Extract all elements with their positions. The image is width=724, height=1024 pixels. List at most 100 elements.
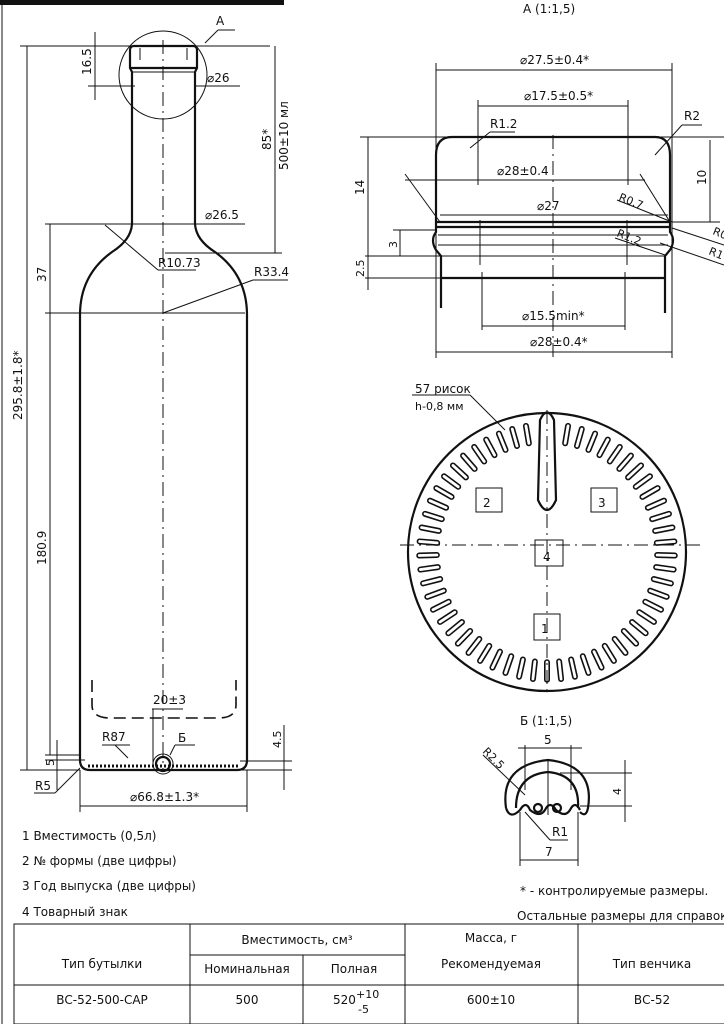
- dim-neck-diameter: ⌀26.5: [205, 208, 239, 222]
- td-mass: 600±10: [467, 993, 515, 1007]
- knurl-rib: [654, 552, 678, 559]
- dim-a-h14: 14: [353, 180, 367, 195]
- dim-a-h10: 10: [695, 170, 709, 185]
- knurl-rib: [585, 430, 599, 453]
- detail-a-label: А: [216, 14, 225, 28]
- knurl-rib: [529, 658, 538, 683]
- knurl-rib: [644, 497, 668, 511]
- dim-a-r2: R2: [684, 109, 700, 123]
- knurl-rib: [573, 426, 585, 449]
- knurl-rib: [460, 452, 478, 472]
- dim-base-45: 4.5: [271, 731, 284, 749]
- knurl-rib: [483, 436, 498, 459]
- knurl-rib: [424, 587, 447, 600]
- knurl-rib: [516, 656, 526, 680]
- knurl-rib: [465, 635, 483, 656]
- td-finish-type: ВС-52: [634, 993, 670, 1007]
- knurl-rib: [647, 587, 670, 600]
- dim-a-r-cut1: R0: [711, 225, 724, 243]
- dim-a-r-cut2: R1: [707, 245, 724, 263]
- knurl-rib: [454, 627, 474, 647]
- knurl-note-depth: h-0,8 мм: [415, 400, 464, 413]
- note-1: 1 Вместимость (0,5л): [22, 829, 157, 843]
- knurl-rib: [471, 443, 488, 465]
- th-bottle-type: Тип бутылки: [61, 957, 142, 971]
- knurl-note-count: 57 рисок: [415, 382, 471, 396]
- note-4: 4 Товарный знак: [22, 905, 128, 919]
- knurl-rib: [556, 658, 565, 683]
- dim-a-bottom-diameter: ⌀28±0.4*: [530, 335, 588, 349]
- dim-a-h3: 3: [387, 241, 400, 248]
- detail-a-view: А (1:1,5) ⌀27.5±0.4* ⌀17.5±0.5* R1.2 R2 …: [353, 2, 724, 360]
- remark-reference: Остальные размеры для справок.: [517, 909, 724, 923]
- dim-base-radius: R87: [102, 730, 126, 744]
- dim-fill-height: 85*: [260, 129, 274, 150]
- td-full: 520: [333, 993, 356, 1007]
- dim-a-r12-top: R1.2: [490, 117, 517, 131]
- knurl-rib: [422, 510, 445, 523]
- dim-a-inner-diameter: ⌀17.5±0.5*: [524, 89, 593, 103]
- knurl-rib: [426, 497, 450, 511]
- knurl-rib: [650, 576, 674, 587]
- knurl-rib: [639, 485, 661, 500]
- base-notch: [536, 411, 558, 512]
- knurl-rib: [653, 538, 678, 546]
- dim-b-h4: 4: [611, 788, 624, 795]
- knurl-rib: [502, 653, 515, 676]
- dim-finish-height: 16.5: [80, 48, 94, 75]
- knurl-rib: [596, 436, 611, 459]
- dim-base-5: 5: [44, 759, 57, 766]
- td-full-minus-tol: -5: [358, 1003, 369, 1016]
- dim-body-diameter: ⌀66.8±1.3*: [130, 790, 199, 804]
- th-finish-type: Тип венчика: [612, 957, 692, 971]
- mark-3: 3: [598, 496, 606, 510]
- dim-height-total: 295.8±1.8*: [11, 351, 25, 421]
- th-mass-recommended: Рекомендуемая: [441, 957, 541, 971]
- knurl-rib: [629, 619, 649, 637]
- knurl-rib: [606, 443, 623, 465]
- detail-b-ref: Б: [178, 731, 186, 745]
- dim-a-d28: ⌀28±0.4: [497, 164, 549, 178]
- knurl-rib: [601, 642, 617, 664]
- spec-table: Тип бутылки Вместимость, см³ Номинальная…: [13, 923, 724, 1024]
- dim-shoulder-height: 37: [35, 267, 49, 282]
- dim-a-h25: 2.5: [354, 260, 367, 278]
- knurl-rib: [636, 609, 657, 625]
- knurl-rib: [433, 485, 455, 500]
- dim-neck-radius: R10.73: [158, 256, 201, 270]
- mark-2: 2: [483, 496, 491, 510]
- th-full: Полная: [331, 962, 377, 976]
- note-2: 2 № формы (две цифры): [22, 854, 177, 868]
- th-capacity: Вместимость, см³: [241, 933, 352, 947]
- bottle-view: А 295.8±1.8* 37 180.9 16.5 ⌀26 85* 500±1…: [11, 14, 292, 812]
- dim-finish-diameter: ⌀26: [207, 71, 230, 85]
- knurl-rib: [449, 462, 469, 481]
- note-3: 3 Год выпуска (две цифры): [22, 879, 196, 893]
- knurl-rib: [616, 452, 634, 472]
- knurl-rib: [579, 653, 592, 676]
- knurl-rib: [416, 552, 440, 559]
- detail-b-title: Б (1:1,5): [520, 714, 572, 728]
- mark-box-2: [475, 487, 503, 513]
- dim-a-min-diameter: ⌀15.5min*: [522, 309, 585, 323]
- dim-shoulder-radius: R33.4: [254, 265, 289, 279]
- knurl-rib: [418, 524, 442, 534]
- knurl-rib: [642, 598, 665, 613]
- dim-b-width7: 7: [545, 845, 553, 859]
- knurl-rib: [495, 430, 509, 453]
- marking-notes: 1 Вместимость (0,5л) 2 № формы (две цифр…: [22, 829, 196, 919]
- knurl-rib: [445, 619, 465, 637]
- knurl-rib: [611, 635, 629, 656]
- dim-a-r07: R0.7: [617, 191, 645, 212]
- knurl-rib: [417, 564, 441, 573]
- dim-a-d27: ⌀27: [537, 199, 560, 213]
- th-nominal: Номинальная: [204, 962, 290, 976]
- dim-punt-height: 20±3: [153, 693, 186, 707]
- base-view: 57 рисок h-0,8 мм 2 3 4 1: [400, 382, 700, 693]
- knurl-rib: [441, 473, 462, 490]
- knurl-rib: [416, 538, 441, 546]
- td-bottle-type: ВС-52-500-САР: [56, 993, 148, 1007]
- knurl-rib: [591, 648, 605, 671]
- mark-box-1: [533, 613, 561, 641]
